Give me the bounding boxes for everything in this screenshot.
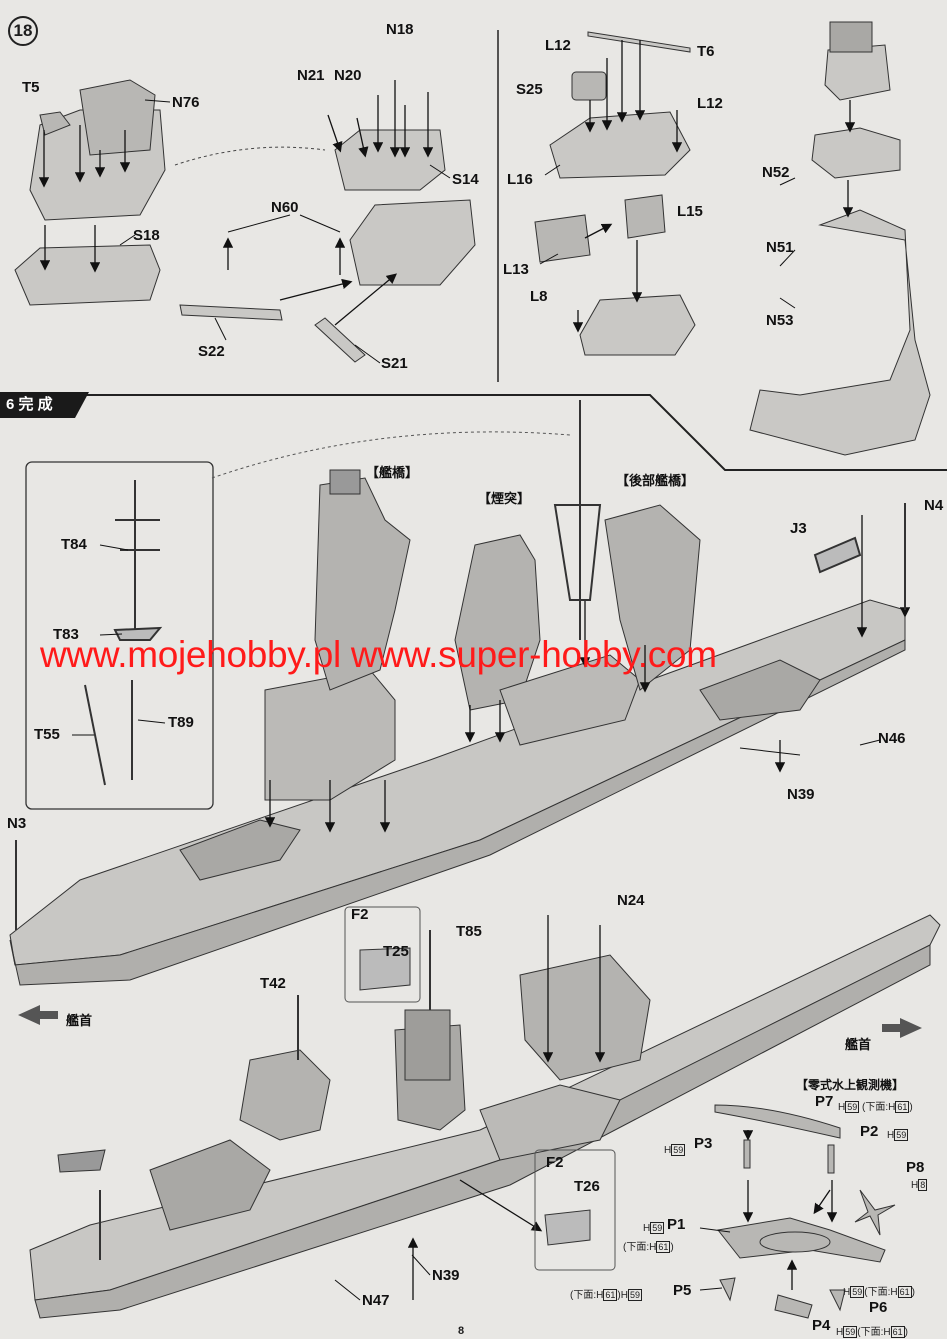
part-label-t85: T85 <box>456 923 482 940</box>
part-label-n76: N76 <box>172 94 200 111</box>
part-label-t25: T25 <box>383 943 409 960</box>
part-label-p8: P8 <box>906 1159 925 1176</box>
part-label-p1: P1 <box>667 1216 686 1233</box>
page-number: 8 <box>458 1325 465 1337</box>
right-tower-drawing <box>749 21 931 456</box>
upper-ship-masts <box>15 400 906 930</box>
part-label-n53: N53 <box>766 312 794 329</box>
caption-aft-bridge: 【後部艦橋】 <box>616 473 695 488</box>
step-number-badge: 18 <box>8 16 38 46</box>
part-label-s14: S14 <box>452 171 479 188</box>
part-label-n3: N3 <box>7 815 27 832</box>
part-label-f2-upper: F2 <box>351 906 369 923</box>
middle-arrows <box>572 40 683 333</box>
part-label-n39-upper: N39 <box>787 786 815 803</box>
part-label-p3: P3 <box>694 1135 713 1152</box>
left-arrows <box>38 80 434 326</box>
part-label-n46: N46 <box>878 730 906 747</box>
part-label-n60: N60 <box>271 199 299 216</box>
mast-inset-box <box>25 461 214 810</box>
part-label-t83: T83 <box>53 626 79 643</box>
part-label-n51: N51 <box>766 239 794 256</box>
middle-structure-drawing <box>534 31 696 356</box>
part-label-n20: N20 <box>334 67 362 84</box>
part-label-n39-lower: N39 <box>432 1267 460 1284</box>
part-label-n4: N4 <box>924 497 944 514</box>
part-label-n18: N18 <box>386 21 414 38</box>
left-structure-drawing <box>14 79 476 363</box>
arrow-left-icon <box>18 1005 58 1025</box>
lower-ship-arrows <box>407 915 606 1300</box>
completion-section-header: 6 完 成 <box>0 392 89 418</box>
caption-bow-left: 艦首 <box>66 1013 93 1028</box>
part-label-n24: N24 <box>617 892 645 909</box>
part-label-l16: L16 <box>507 171 533 188</box>
part-label-p2: P2 <box>860 1123 879 1140</box>
part-label-s22: S22 <box>198 343 225 360</box>
seaplane-arrows <box>742 1130 838 1290</box>
part-label-l8: L8 <box>530 288 548 305</box>
part-label-p6: P6 <box>869 1299 888 1316</box>
lower-ship-masts <box>99 930 431 1260</box>
part-label-t5: T5 <box>22 79 40 96</box>
arrow-right-icon <box>882 1018 922 1038</box>
seaplane-drawing <box>714 1104 896 1319</box>
part-label-n21: N21 <box>297 67 325 84</box>
part-label-s21: S21 <box>381 355 408 372</box>
right-arrows <box>842 100 856 218</box>
part-label-p4: P4 <box>812 1317 831 1334</box>
watermark-text: www.mojehobby.pl www.super-hobby.com <box>40 634 717 675</box>
part-label-p7: P7 <box>815 1093 834 1110</box>
part-label-t84: T84 <box>61 536 87 553</box>
part-label-t42: T42 <box>260 975 286 992</box>
part-label-t89: T89 <box>168 714 194 731</box>
part-label-t26: T26 <box>574 1178 600 1195</box>
part-label-j3: J3 <box>790 520 807 537</box>
upper-ship-drawing <box>9 469 906 986</box>
part-label-n52: N52 <box>762 164 790 181</box>
part-label-s18: S18 <box>133 227 160 244</box>
part-label-t6: T6 <box>697 43 715 60</box>
caption-bow-right: 艦首 <box>845 1037 872 1052</box>
mast-drawing <box>84 480 163 786</box>
caption-bridge: 【艦橋】 <box>366 465 419 480</box>
part-label-n47: N47 <box>362 1292 390 1309</box>
part-label-l13: L13 <box>503 261 529 278</box>
part-label-s25: S25 <box>516 81 543 98</box>
caption-seaplane: 【零式水上観測機】 <box>796 1078 905 1092</box>
caption-funnel: 【煙突】 <box>478 491 531 506</box>
part-label-t55: T55 <box>34 726 60 743</box>
part-label-p5: P5 <box>673 1282 692 1299</box>
part-label-l12-lower: L12 <box>697 95 723 112</box>
part-label-l12-upper: L12 <box>545 37 571 54</box>
part-label-l15: L15 <box>677 203 703 220</box>
lower-ship-drawing <box>29 914 941 1319</box>
part-label-f2-lower: F2 <box>546 1154 564 1171</box>
completion-border <box>78 394 947 471</box>
